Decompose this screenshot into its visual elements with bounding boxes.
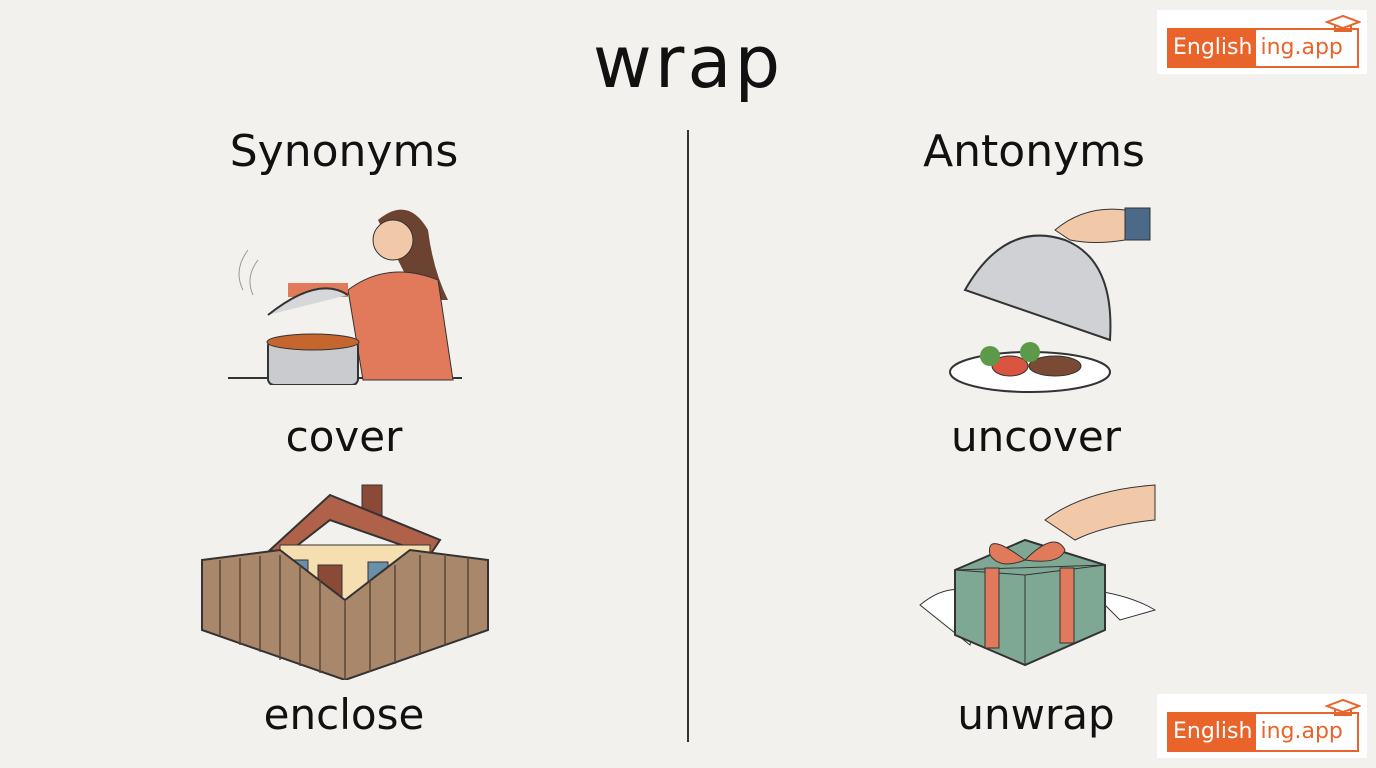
synonym-word: enclose: [263, 690, 425, 739]
graduation-cap-icon: [1325, 698, 1361, 716]
cooking-pot-lid-icon: [228, 209, 462, 385]
gift-box-icon: [919, 484, 1157, 667]
synonym-word: cover: [285, 412, 403, 461]
divider: [687, 130, 689, 742]
logo-part1: English: [1169, 714, 1257, 750]
logo-part2: ing.app: [1260, 719, 1343, 744]
graduation-cap-icon: [1325, 14, 1361, 32]
synonyms-heading: Synonyms: [229, 126, 459, 177]
antonym-word: unwrap: [957, 690, 1115, 739]
antonym-word: uncover: [951, 412, 1121, 461]
logo-part1: English: [1169, 30, 1257, 66]
page-title: wrap: [592, 20, 784, 104]
cloche-plate-icon: [949, 207, 1151, 393]
logo-part2: ing.app: [1260, 35, 1343, 60]
fenced-house-icon: [201, 484, 489, 680]
antonyms-heading: Antonyms: [923, 126, 1145, 177]
